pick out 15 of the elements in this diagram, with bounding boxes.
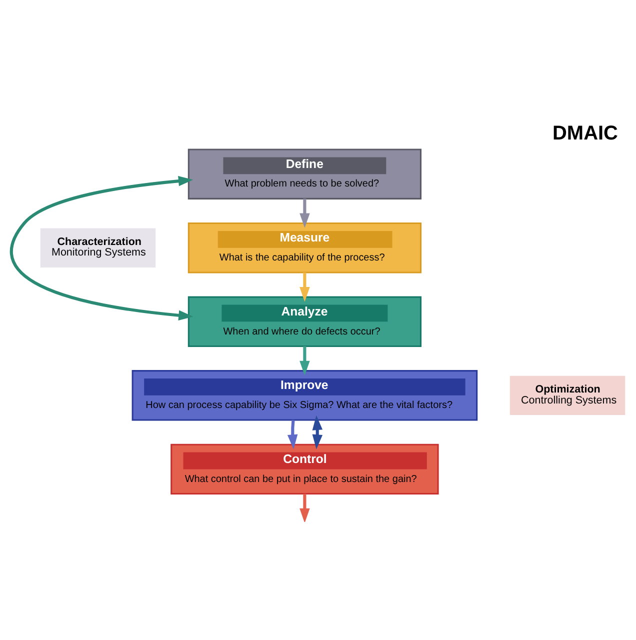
arrow: [300, 198, 310, 228]
node-box: Control What control can be put in place to sustain the gain?: [170, 444, 439, 495]
diagram-title: DMAIC: [552, 122, 618, 144]
node-box: Improve How can process capability be Six Sigma? What are the vital factors?: [132, 370, 478, 421]
node-box: Measure What is the capability of the process?: [188, 222, 422, 274]
node-box: Characterization Monitoring Systems: [40, 228, 156, 268]
arrow: [287, 420, 298, 450]
arrow: [10, 176, 194, 320]
arrow: [300, 272, 310, 302]
node-box: Optimization Controlling Systems: [510, 376, 626, 416]
arrow: [300, 494, 310, 522]
node-box: Analyze When and where do defects occur?: [188, 296, 422, 347]
arrow: [300, 346, 310, 376]
node-box: Define What problem needs to be solved?: [188, 148, 422, 200]
arrow: [312, 415, 323, 450]
